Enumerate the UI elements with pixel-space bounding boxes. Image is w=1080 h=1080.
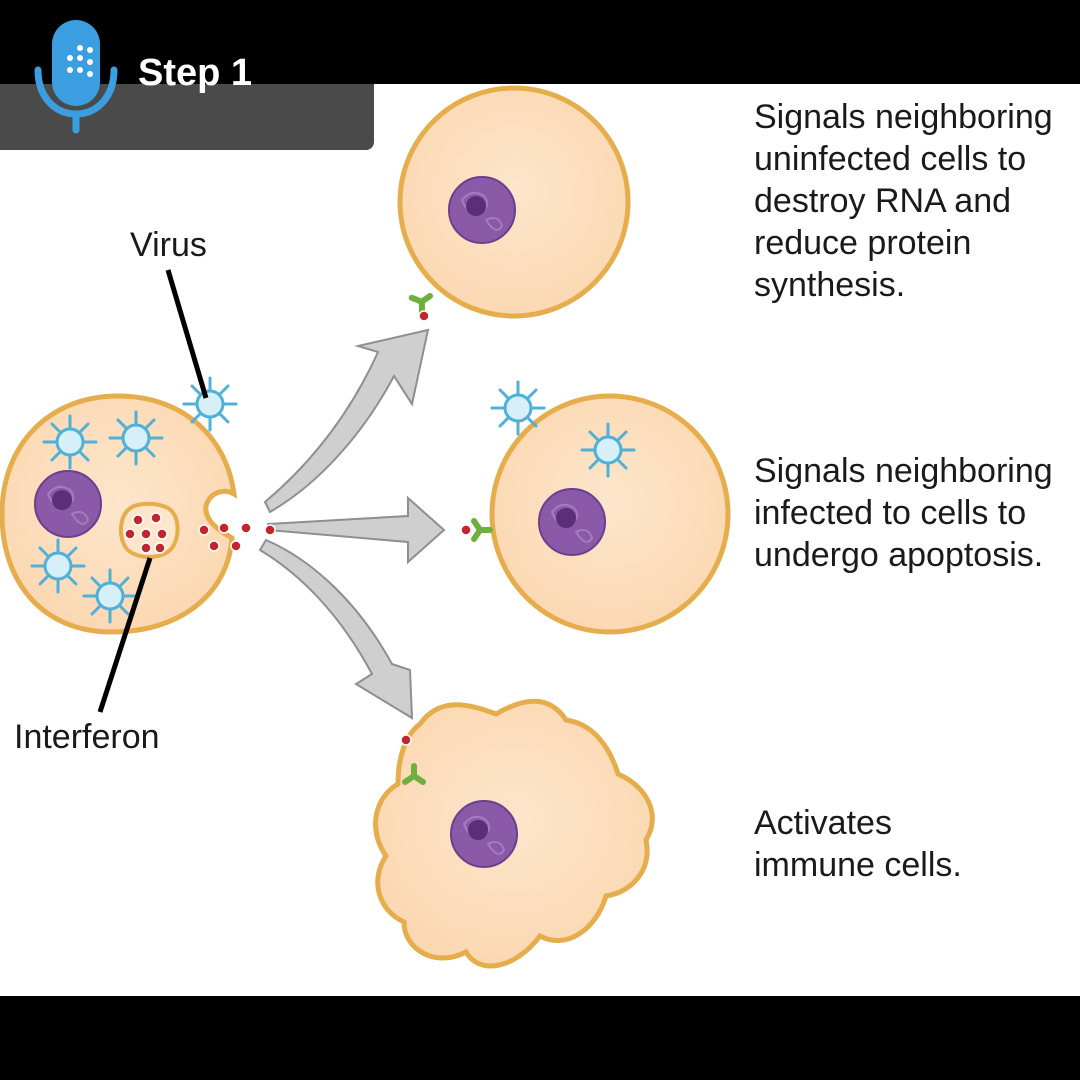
arrow-to-middle-cell: [267, 495, 446, 565]
nucleus: [34, 470, 102, 538]
infected-target-cell: [460, 393, 731, 635]
interferon-vesicle: [119, 501, 180, 559]
virus-icon: [82, 568, 138, 624]
uninfected-cell: [397, 85, 631, 322]
description-bottom: Activates immune cells.: [754, 804, 962, 884]
immune-cell: [373, 698, 655, 969]
arrow-to-top-cell: [263, 328, 430, 514]
nucleus: [448, 176, 516, 244]
virus-icon: [30, 538, 86, 594]
step-label: Step 1: [138, 52, 253, 94]
interferon-diagram: [0, 85, 731, 969]
infected-source-cell: [0, 393, 238, 635]
description-top: Signals neighboring uninfected cells to …: [754, 98, 1053, 304]
interferon-label: Interferon: [14, 718, 160, 756]
virus-icon: [490, 380, 546, 436]
microphone-icon[interactable]: [30, 18, 122, 134]
arrow-to-bottom-cell: [258, 538, 414, 720]
diagram-canvas: Virus Interferon Signals neighboring uni…: [0, 84, 1080, 996]
virus-pointer-line: [165, 269, 209, 399]
released-interferon: [198, 522, 276, 552]
virus-icon: [108, 410, 164, 466]
description-middle: Signals neighboring infected to cells to…: [754, 452, 1053, 574]
virus-label: Virus: [130, 226, 207, 264]
virus-icon: [580, 422, 636, 478]
nucleus: [538, 488, 606, 556]
interferon-pointer-line: [97, 557, 153, 713]
virus-icon: [182, 376, 238, 432]
virus-icon: [42, 414, 98, 470]
receptor: [474, 521, 490, 539]
nucleus: [450, 800, 518, 868]
receptor: [412, 289, 435, 313]
